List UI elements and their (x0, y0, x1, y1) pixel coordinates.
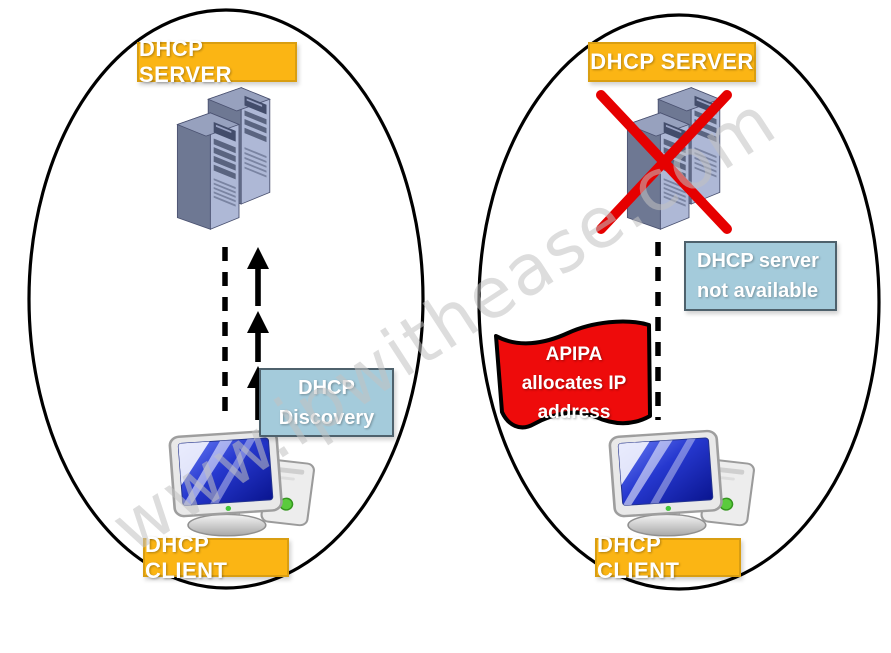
dhcp-unavailable-line1: DHCP server (697, 250, 819, 272)
right-dhcp-server-label: DHCP SERVER (588, 42, 756, 82)
dhcp-discovery-arrows-icon (247, 247, 269, 420)
apipa-flag-label: APIPA allocates IP address (500, 338, 648, 428)
right-dhcp-client-label: DHCP CLIENT (595, 532, 741, 583)
right-network-boundary-ellipse (477, 13, 881, 591)
dhcp-discovery-line2: Discovery (278, 406, 375, 429)
apipa-flag-line2: allocates IP (521, 372, 627, 394)
dhcp-discovery-label: DHCP Discovery (259, 368, 394, 437)
right-client-computer-icon (609, 430, 754, 535)
left-client-computer-icon (169, 430, 314, 535)
left-dhcp-server-text: DHCP SERVER (139, 36, 233, 87)
left-network-boundary-ellipse (27, 8, 425, 590)
apipa-flag-line1: APIPA (545, 343, 603, 365)
left-dhcp-client-label: DHCP CLIENT (143, 532, 289, 583)
left-dhcp-server-label: DHCP SERVER (137, 36, 297, 87)
apipa-flag-shape (494, 319, 652, 430)
right-dhcp-server-text: DHCP SERVER (590, 49, 754, 74)
left-dhcp-client-text: DHCP CLIENT (145, 531, 228, 583)
red-x-icon (596, 90, 732, 234)
apipa-flag-line3: address (537, 401, 611, 423)
dhcp-discovery-line1: DHCP (298, 376, 355, 399)
left-server-icon (176, 87, 271, 230)
dhcp-unavailable-line2: not available (697, 280, 819, 302)
right-dhcp-client-text: DHCP CLIENT (597, 531, 680, 583)
dhcp-unavailable-label: DHCP server not available (684, 241, 837, 311)
